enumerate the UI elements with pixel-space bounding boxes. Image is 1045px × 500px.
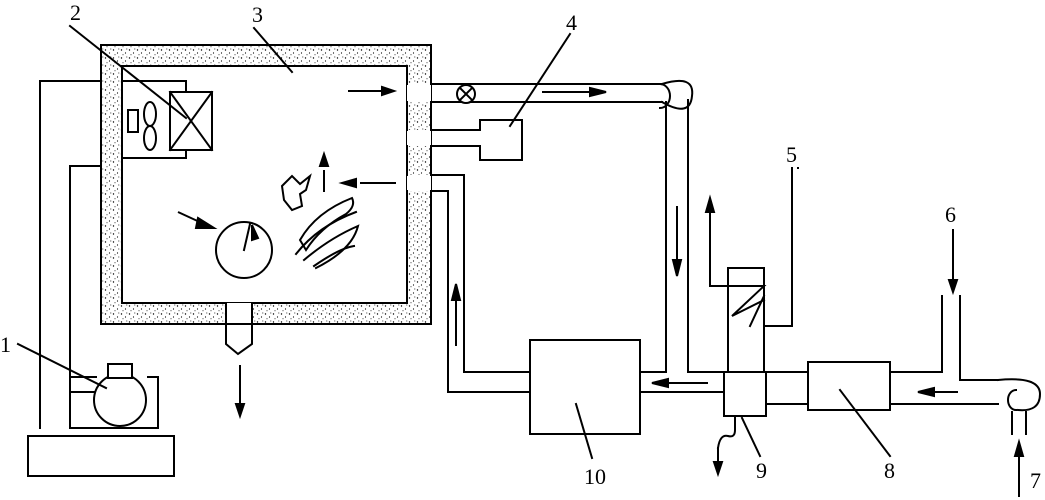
leader-lines bbox=[16, 24, 892, 460]
arrow-left-to-8 bbox=[917, 386, 958, 398]
pump-piping bbox=[39, 80, 102, 429]
arrow-down-drain-9 bbox=[712, 461, 724, 478]
label-3: 3 bbox=[252, 2, 263, 27]
label-4: 4 bbox=[566, 10, 577, 35]
return-duct bbox=[430, 174, 531, 393]
label-6: 6 bbox=[945, 202, 956, 227]
stack-5 bbox=[709, 167, 793, 373]
label-10: 10 bbox=[584, 464, 606, 489]
component-4 bbox=[430, 119, 523, 161]
label-8: 8 bbox=[884, 458, 895, 483]
banana-bunch bbox=[294, 196, 360, 270]
label-7: 7 bbox=[1030, 468, 1041, 493]
insulated-chamber bbox=[100, 44, 432, 325]
arrow-drain-down bbox=[234, 403, 246, 420]
produce-crate bbox=[280, 173, 312, 212]
arrow-up-stack bbox=[704, 194, 716, 213]
arrow-up-return bbox=[450, 283, 462, 346]
arrow-up-chamber bbox=[318, 150, 330, 192]
label-1: 1 bbox=[0, 332, 11, 357]
arrow-up-inlet-7 bbox=[1013, 438, 1025, 457]
drain-outlet bbox=[225, 302, 253, 409]
arrow-left-to-box10 bbox=[651, 377, 708, 389]
upper-supply-duct bbox=[430, 80, 694, 371]
fruit-globe bbox=[215, 221, 273, 279]
arrow-down-right-duct bbox=[671, 206, 683, 277]
arrow-down-inlet-6 bbox=[947, 279, 959, 296]
box-10 bbox=[529, 339, 725, 435]
component-9 bbox=[716, 371, 767, 465]
label-9: 9 bbox=[756, 458, 767, 483]
inlet-6 bbox=[941, 229, 999, 381]
fan-unit bbox=[121, 80, 214, 159]
component-8 bbox=[765, 361, 999, 411]
pump bbox=[27, 363, 175, 477]
arrow-duct-right bbox=[542, 86, 607, 98]
arrow-onto-globe bbox=[177, 211, 218, 229]
arrow-chamber-right bbox=[348, 85, 398, 97]
flow-arrows bbox=[177, 85, 1025, 478]
arrow-into-chamber-left bbox=[338, 177, 396, 189]
label-5: 5 bbox=[786, 142, 797, 167]
label-2: 2 bbox=[70, 0, 81, 25]
